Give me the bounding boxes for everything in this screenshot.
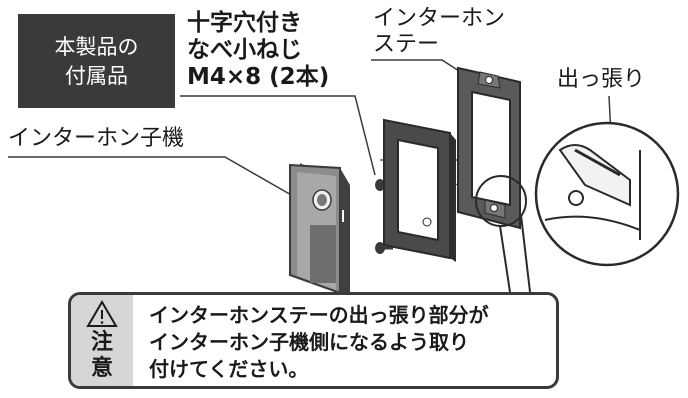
caution-line-1: インターホンステーの出っ張り部分が (149, 303, 489, 327)
caution-panel: 注 意 インターホンステーの出っ張り部分が インターホン子機側になるよう取り 付… (68, 292, 559, 389)
intercom-unit (289, 163, 350, 300)
intercom-label: インターホン子機 (8, 126, 185, 151)
screw-icon-2 (375, 242, 393, 254)
badge-line-2: 付属品 (65, 64, 128, 88)
caution-char-2: 意 (90, 356, 113, 381)
cover-frame (383, 118, 456, 262)
caution-sidebar: 注 意 (71, 295, 133, 386)
accessory-badge: 本製品の 付属品 (18, 14, 175, 108)
screw-line-2: なべ小ねじ (187, 37, 302, 63)
caution-text: インターホンステーの出っ張り部分が インターホン子機側になるよう取り 付けてくだ… (149, 302, 489, 383)
intercom-leader-line (8, 156, 301, 201)
screw-leader-line (180, 95, 376, 176)
stand-leader-line (371, 59, 471, 79)
detail-magnifier (534, 121, 680, 267)
protrusion-label: 出っ張り (557, 67, 646, 92)
stand-label-line-1: インターホン (373, 6, 506, 31)
caution-line-3: 付けてください。 (149, 357, 309, 381)
caution-char-1: 注 (90, 330, 113, 355)
screw-line-1: 十字穴付き (187, 10, 302, 36)
badge-line-1: 本製品の (54, 35, 139, 59)
screw-description: 十字穴付き なべ小ねじ M4×8 (2本) (187, 10, 329, 91)
intercom-stand (457, 66, 521, 230)
screw-line-3: M4×8 (2本) (187, 64, 330, 90)
stand-label-line-2: ステー (373, 32, 440, 57)
warning-triangle-icon (86, 300, 118, 327)
caution-line-2: インターホン子機側になるよう取り (149, 330, 469, 354)
